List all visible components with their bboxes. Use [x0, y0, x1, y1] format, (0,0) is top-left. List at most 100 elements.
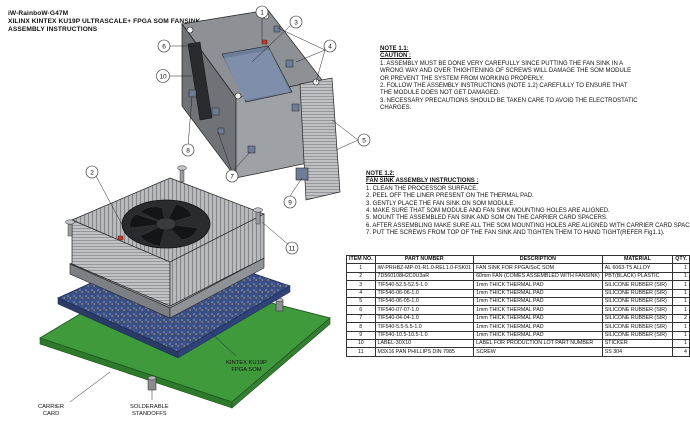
callout-8	[181, 143, 195, 157]
bom-col-item: ITEM NO.	[346, 254, 376, 265]
bom-cell: 1	[672, 338, 690, 349]
drawing-subtitle: ASSEMBLY INSTRUCTIONS	[8, 26, 98, 33]
lower-leader-lines	[69, 175, 291, 403]
assembled-view	[39, 165, 331, 409]
bom-cell: LABEL-30X10	[374, 338, 475, 349]
bom-cell: TIF540-52.5-52.5-1.0	[374, 280, 475, 290]
bom-cell: TIF540-06-06-1.0	[374, 288, 475, 298]
bom-cell: SILICONE RUBBER (SIR)	[601, 330, 674, 340]
callout-4	[323, 39, 337, 53]
callout-4-text: 4	[328, 44, 332, 51]
bom-cell: 11	[346, 347, 376, 357]
callout-10-text: 10	[159, 74, 167, 81]
bom-cell: TIF540-5.5-5.5-1.0	[374, 322, 475, 332]
callout-circles	[85, 5, 371, 255]
thermal-pad-small-b	[217, 127, 225, 135]
standoffs-label-line: SOLDERABLE	[130, 404, 169, 410]
note2-item: 1. CLEAN THE PROCESSOR SURFACE.	[366, 185, 478, 192]
product-code: iW-RainboW-G47M	[8, 10, 69, 17]
bom-cell: 6	[346, 305, 376, 315]
thermal-pad-small-a	[211, 107, 220, 116]
bom-cell: AL 6063-T5 ALLOY	[601, 263, 674, 273]
screws	[65, 165, 263, 237]
mounting-hole	[186, 26, 194, 34]
bom-cell: 1mm THICK THERMAL PAD	[473, 305, 603, 315]
bom-cell: 1	[672, 305, 690, 315]
bom-cell: 1	[672, 322, 690, 332]
bom-cell: TIF540-07-07-1.0	[374, 305, 475, 315]
note1-item: 2. FOLLOW THE ASSEMBLY INSTRUCTIONS (NOT…	[380, 83, 628, 97]
callout-1-text: 1	[260, 10, 264, 17]
bom-cell: 1mm THICK THERMAL PAD	[473, 330, 603, 340]
bom-cell: 1	[346, 263, 376, 273]
note1-caution: CAUTION :	[380, 53, 411, 60]
som-label: KINTEX KU19P FPGA SOM	[226, 360, 267, 374]
bom-cell: SILICONE RUBBER (SIR)	[601, 288, 674, 298]
bom-cell: 1mm THICK THERMAL PAD	[473, 322, 603, 332]
callout-9-text: 9	[288, 200, 292, 207]
callout-11	[285, 241, 299, 255]
callout-11-text: 11	[289, 246, 296, 253]
bom-cell: STICKER	[601, 338, 674, 349]
note2-item: 2. PEEL OFF THE LINER PRESENT ON THE THE…	[366, 193, 534, 200]
bom-cell: 1mm THICK THERMAL PAD	[473, 280, 603, 290]
bom-cell: SILICONE RUBBER (SIR)	[601, 305, 674, 315]
bom-cell: 4	[346, 288, 376, 298]
heatsink-side-fins	[299, 77, 341, 201]
fan-wire	[117, 235, 124, 241]
bom-cell: 5	[346, 296, 376, 307]
carrier-label-line: CARD	[42, 411, 60, 417]
callout-9	[283, 195, 297, 209]
callout-6-text: 6	[162, 44, 166, 51]
fan-hub	[155, 217, 177, 231]
bom-cell: 7	[346, 313, 376, 324]
callout-10	[156, 69, 170, 83]
bom-cell: 9	[346, 330, 376, 340]
note1-item: 3. NECESSARY PRECAUTIONS SHOULD BE TAKEN…	[380, 97, 638, 112]
bom-cell: 8	[346, 322, 376, 332]
bom-cell: 60mm FAN (COMES ASSEMBLED WITH FANSINK)	[473, 271, 603, 282]
callout-5-text: 5	[362, 138, 366, 145]
bom-cell: 1mm THICK THERMAL PAD	[473, 296, 603, 307]
bom-cell: SILICONE RUBBER (SIR)	[601, 322, 674, 332]
bom-cell: SILICONE RUBBER (SIR)	[601, 313, 674, 324]
carrier-label-line: CARRIER	[38, 404, 65, 410]
note2-item: 5. MOUNT THE ASSEMBLED FAN SINK AND SOM …	[366, 215, 608, 222]
bom-cell: 1	[672, 288, 690, 298]
thermal-pad-8	[188, 89, 197, 98]
bom-cell: 2	[672, 313, 690, 324]
bom-cell: 1mm THICK THERMAL PAD	[473, 313, 603, 324]
bill-of-materials-table: ITEM NO. PART NUMBER DESCRIPTION MATERIA…	[346, 254, 690, 357]
drawing-title: XILINX KINTEX KU19P ULTRASCALE+ FPGA SOM…	[8, 18, 201, 25]
bom-cell: 3	[346, 280, 376, 290]
bom-cell: TIF540-10.5-10.5-1.0	[374, 330, 475, 340]
thermal-pad-7	[247, 145, 256, 154]
thermal-pad-9	[295, 167, 309, 181]
bom-cell: 1	[672, 263, 690, 273]
callout-6	[157, 39, 171, 53]
note2-item: 7. PUT THE SCREWS FROM TOP OF THE FAN SI…	[366, 230, 665, 237]
bom-col-material: MATERIAL	[601, 254, 674, 265]
bom-cell: 1	[672, 280, 690, 290]
fan-connector	[261, 39, 268, 45]
bom-cell: M3X16 PAN PHILLIPS DIN 7985	[374, 347, 475, 357]
callout-8-text: 8	[186, 148, 190, 155]
callout-3	[289, 15, 303, 29]
note1-title: NOTE 1.1:	[380, 46, 409, 52]
bom-cell: 1	[672, 296, 690, 307]
thermal-pad-5a	[285, 59, 294, 68]
caution-note: NOTE 1.1: CAUTION : 1. ASSEMBLY MUST BE …	[380, 46, 640, 113]
thermal-pad-4	[273, 25, 281, 33]
bom-cell: SS 304	[601, 347, 674, 357]
note2-item: 3. GENTLY PLACE THE FAN SINK ON SOM MODU…	[366, 200, 516, 207]
